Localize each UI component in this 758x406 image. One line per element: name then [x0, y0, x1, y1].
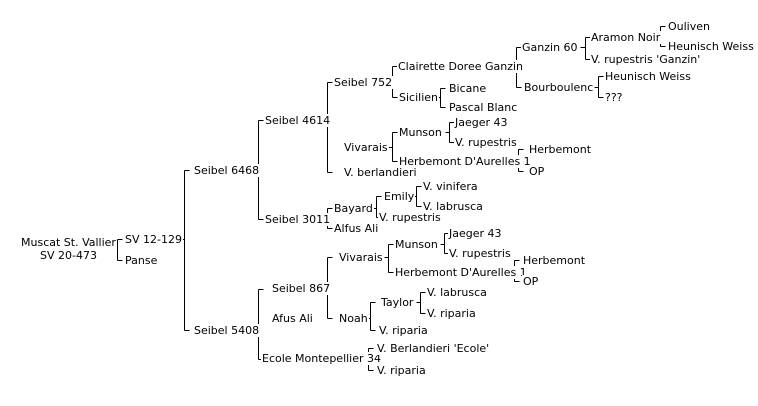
root-name: Muscat St. Vallier: [21, 236, 116, 249]
node-v-berlandieri: V. berlandieri: [343, 166, 418, 179]
node-vivarais-2: Vivarais: [338, 251, 384, 264]
node-clairette-doree-ganzin: Clairette Doree Ganzin: [397, 60, 525, 73]
node-v-riparia-2: V. riparia: [378, 324, 429, 337]
node-emily: Emily: [383, 190, 416, 203]
node-v-labrusca-1: V. labrusca: [422, 200, 484, 213]
node-herbemont-2: Herbemont: [522, 254, 587, 267]
node-pascal-blanc: Pascal Blanc: [448, 101, 519, 114]
root-code: SV 20-473: [39, 249, 97, 262]
node-seibel-6468: Seibel 6468: [193, 164, 261, 177]
node-v-vinifera: V. vinifera: [422, 180, 479, 193]
node-vivarais-1: Vivarais: [343, 141, 389, 154]
node-panse: Panse: [124, 254, 159, 267]
node-v-berlandieri-ecole: V. Berlandieri 'Ecole': [376, 342, 491, 355]
node-ecole-montepellier-34: Ecole Montepellier 34: [261, 352, 383, 365]
node-seibel-3011: Seibel 3011: [264, 213, 332, 226]
node-v-rupestris-ganzin: V. rupestris 'Ganzin': [590, 53, 702, 66]
node-v-riparia-3: V. riparia: [376, 364, 427, 377]
node-sv-12-129: SV 12-129: [124, 233, 183, 246]
node-herbemont-1: Herbemont: [528, 143, 593, 156]
node-herbemont-daurelles-1b: Herbemont D'Aurelles 1: [394, 266, 528, 279]
node-herbemont-daurelles-1a: Herbemont D'Aurelles 1: [398, 155, 532, 168]
node-taylor: Taylor: [380, 296, 415, 309]
node-v-rupestris-2: V. rupestris: [378, 211, 442, 224]
node-afus-ali: Afus Ali: [271, 312, 314, 325]
node-heunisch-weiss-1: Heunisch Weiss: [667, 40, 755, 53]
node-ganzin-60: Ganzin 60: [521, 41, 579, 54]
node-heunisch-weiss-2: Heunisch Weiss: [604, 70, 692, 83]
node-bayard: Bayard: [333, 202, 374, 215]
node-munson-2: Munson: [394, 238, 439, 251]
node-op-2: OP: [522, 275, 540, 288]
node-bicane: Bicane: [448, 82, 488, 95]
node-munson-1: Munson: [398, 126, 443, 139]
node-jaeger-43-2: Jaeger 43: [448, 227, 503, 240]
node-bourboulenc: Bourboulenc: [523, 81, 595, 94]
node-noah: Noah: [338, 312, 369, 325]
node-seibel-5408: Seibel 5408: [193, 324, 261, 337]
node-v-riparia-1: V. riparia: [426, 307, 477, 320]
node-unknown: ???: [604, 91, 624, 104]
node-v-labrusca-2: V. labrusca: [426, 286, 488, 299]
node-op-1: OP: [528, 165, 546, 178]
node-v-rupestris-1: V. rupestris: [454, 136, 518, 149]
node-ouliven: Ouliven: [667, 20, 711, 33]
node-jaeger-43-1: Jaeger 43: [454, 116, 509, 129]
node-sicilien: Sicilien: [398, 91, 439, 104]
node-v-rupestris-3: V. rupestris: [448, 247, 512, 260]
node-aramon-noir: Aramon Noir: [590, 31, 662, 44]
root-variety: Muscat St. Vallier SV 20-473: [20, 236, 117, 262]
node-alfus-ali: Alfus Ali: [333, 222, 380, 235]
node-seibel-4614: Seibel 4614: [264, 114, 332, 127]
node-seibel-867: Seibel 867: [271, 282, 332, 295]
node-seibel-752: Seibel 752: [333, 76, 394, 89]
